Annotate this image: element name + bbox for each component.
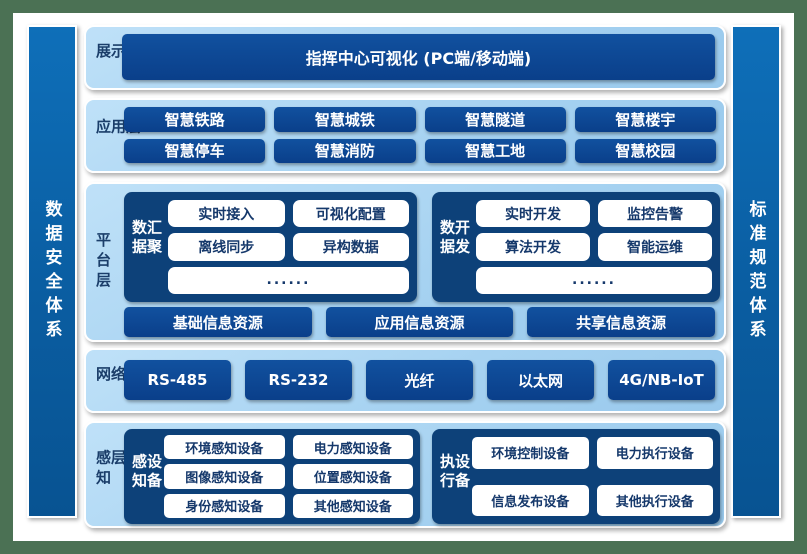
data-development-group: 数据开发 实时开发 监控告警 算法开发 智能运维 ......	[432, 192, 720, 302]
perception-devices-group-label: 感知设备	[130, 452, 163, 491]
standards-bar: 标准规范体系	[731, 25, 781, 518]
resource-row: 基础信息资源 应用信息资源 共享信息资源	[124, 307, 716, 337]
device-box: 位置感知设备	[292, 464, 413, 489]
app-block: 智慧城铁	[274, 107, 416, 132]
feature-box: 监控告警	[598, 200, 712, 228]
data-development-group-label: 数据开发	[438, 219, 471, 258]
feature-box: 实时接入	[168, 200, 285, 228]
perception-devices-grid: 环境感知设备 电力感知设备 图像感知设备 位置感知设备 身份感知设备 其他感知设…	[164, 435, 413, 518]
data-aggregation-group-label: 数据汇聚	[130, 219, 163, 258]
resource-block: 应用信息资源	[325, 307, 514, 337]
device-box: 图像感知设备	[164, 464, 285, 489]
device-box: 环境感知设备	[164, 435, 285, 460]
app-block: 智慧隧道	[424, 107, 566, 132]
data-security-bar-label: 数据安全体系	[41, 199, 62, 344]
execution-devices-group: 执行设备 环境控制设备 电力执行设备 信息发布设备 其他执行设备	[432, 429, 720, 524]
standards-bar-label: 标准规范体系	[745, 199, 766, 344]
feature-box: 异构数据	[292, 233, 409, 261]
network-block: 4G/NB-IoT	[608, 360, 715, 400]
perception-layer-label: 感知层	[94, 448, 127, 489]
perception-devices-group: 感知设备 环境感知设备 电力感知设备 图像感知设备 位置感知设备 身份感知设备 …	[124, 429, 420, 524]
network-layer-panel: 网络层 RS-485 RS-232 光纤 以太网 4G/NB-IoT	[84, 348, 726, 413]
platform-layer-label: 平台层	[94, 232, 112, 292]
network-block: 以太网	[487, 360, 594, 400]
device-box: 其他感知设备	[292, 493, 413, 518]
command-center-visualization-box: 指挥中心可视化 (PC端/移动端)	[122, 34, 715, 80]
network-block: RS-485	[124, 360, 231, 400]
feature-box: 智能运维	[598, 233, 712, 261]
device-box: 身份感知设备	[164, 493, 285, 518]
application-grid: 智慧铁路 智慧城铁 智慧隧道 智慧楼宇 智慧停车 智慧消防 智慧工地 智慧校园	[124, 107, 716, 163]
data-development-grid: 实时开发 监控告警 算法开发 智能运维 ......	[476, 200, 712, 294]
execution-devices-group-label: 执行设备	[438, 452, 471, 491]
network-block: 光纤	[366, 360, 473, 400]
feature-box: 算法开发	[476, 233, 590, 261]
feature-box: 离线同步	[168, 233, 285, 261]
network-grid: RS-485 RS-232 光纤 以太网 4G/NB-IoT	[124, 360, 715, 400]
ellipsis-box: ......	[168, 266, 409, 294]
execution-devices-grid: 环境控制设备 电力执行设备 信息发布设备 其他执行设备	[472, 437, 713, 516]
data-aggregation-grid: 实时接入 可视化配置 离线同步 异构数据 ......	[168, 200, 409, 294]
resource-block: 共享信息资源	[527, 307, 716, 337]
device-box: 电力执行设备	[596, 437, 713, 469]
app-block: 智慧工地	[424, 138, 566, 163]
data-security-bar: 数据安全体系	[27, 25, 77, 518]
device-box: 电力感知设备	[292, 435, 413, 460]
application-layer-panel: 应用层 智慧铁路 智慧城铁 智慧隧道 智慧楼宇 智慧停车 智慧消防 智慧工地 智…	[84, 98, 726, 173]
app-block: 智慧停车	[124, 138, 266, 163]
presentation-layer-panel: 展示层 指挥中心可视化 (PC端/移动端)	[84, 25, 726, 90]
data-aggregation-group: 数据汇聚 实时接入 可视化配置 离线同步 异构数据 ......	[124, 192, 417, 302]
app-block: 智慧校园	[574, 138, 716, 163]
device-box: 环境控制设备	[472, 437, 589, 469]
ellipsis-box: ......	[476, 266, 712, 294]
perception-layer-panel: 感知层 感知设备 环境感知设备 电力感知设备 图像感知设备 位置感知设备 身份感…	[84, 421, 726, 528]
device-box: 其他执行设备	[596, 484, 713, 516]
feature-box: 可视化配置	[292, 200, 409, 228]
network-block: RS-232	[245, 360, 352, 400]
platform-layer-panel: 平台层 数据汇聚 实时接入 可视化配置 离线同步 异构数据 ...... 数据开…	[84, 182, 726, 342]
feature-box: 实时开发	[476, 200, 590, 228]
device-box: 信息发布设备	[472, 484, 589, 516]
app-block: 智慧铁路	[124, 107, 266, 132]
app-block: 智慧消防	[274, 138, 416, 163]
app-block: 智慧楼宇	[574, 107, 716, 132]
resource-block: 基础信息资源	[124, 307, 312, 337]
